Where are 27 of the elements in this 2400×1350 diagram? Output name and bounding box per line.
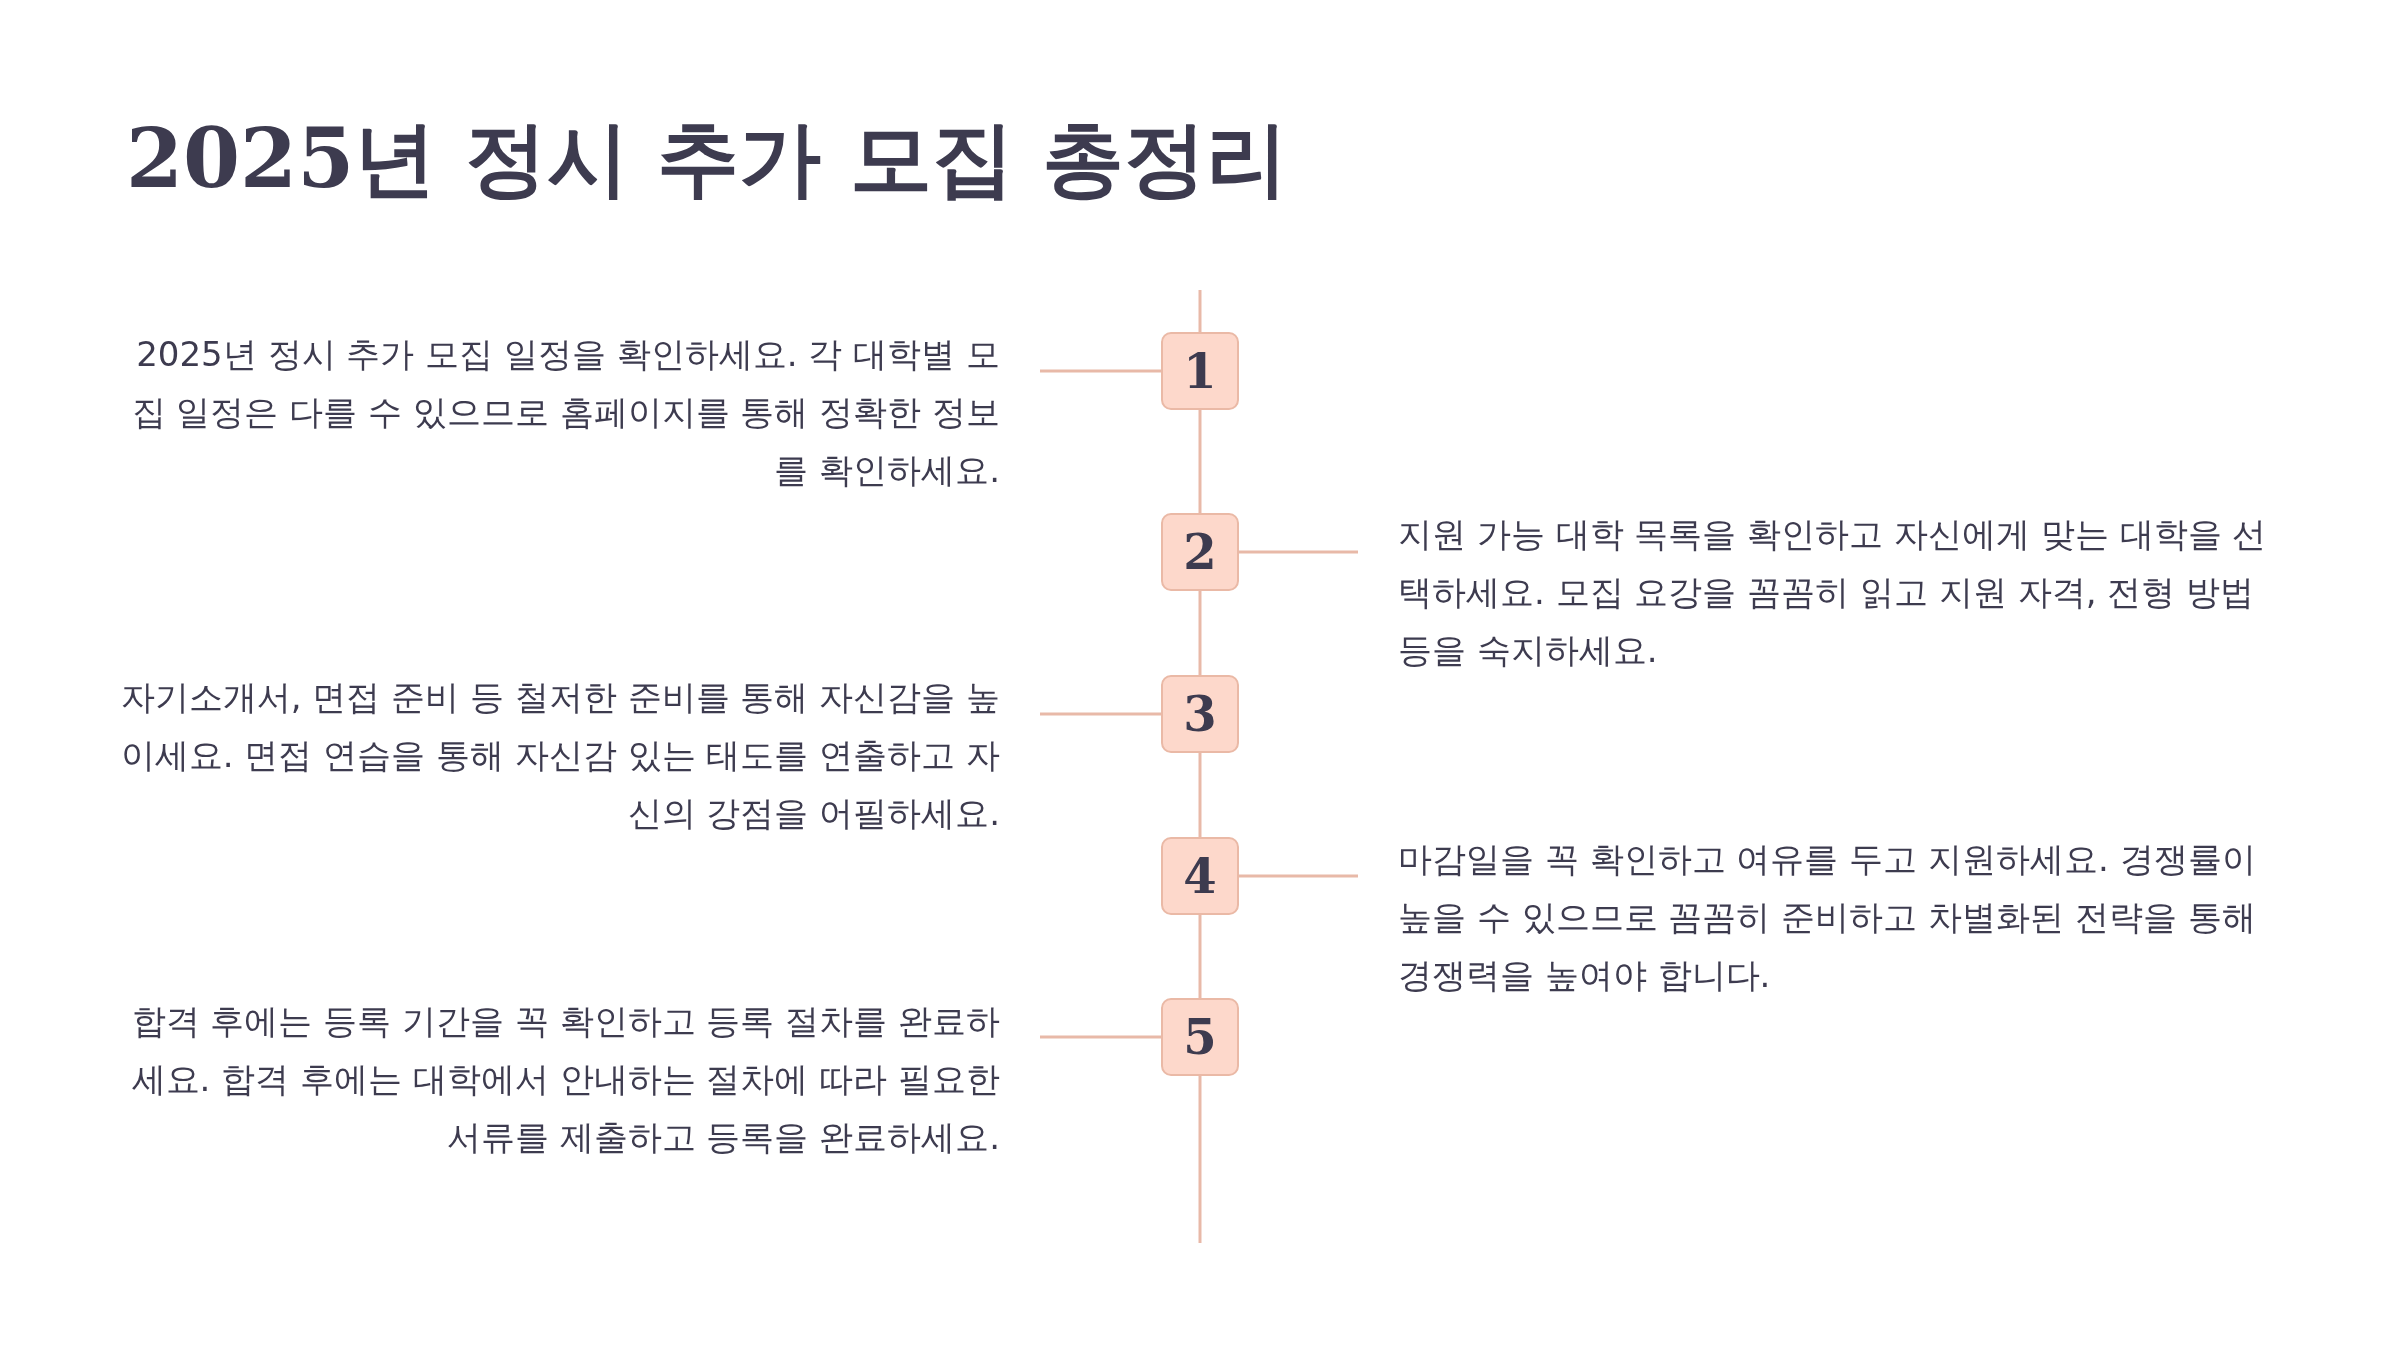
step-number-box (1161, 332, 1239, 410)
step-number: 2 (1183, 524, 1217, 580)
step-description: 지원 가능 대학 목록을 확인하고 자신에게 맞는 대학을 선택하세요. 모집 요강을 꼼꼼히 읽고 지원 자격, 전형 방법 등을 숙지하세요. (1398, 505, 2278, 679)
timeline-line (1198, 1076, 1202, 1243)
connector-line (1239, 874, 1358, 878)
step-description: 마감일을 꼭 확인하고 여유를 두고 지원하세요. 경쟁률이 높을 수 있으므로 꼼꼼히 준비하고 차별화된 전략을 통해 경쟁력을 높여야 합니다. (1398, 830, 2278, 1004)
timeline-line (1198, 410, 1202, 513)
step-number: 1 (1183, 343, 1217, 399)
step-number-box (1161, 998, 1239, 1076)
step-description: 2025년 정시 추가 모집 일정을 확인하세요. 각 대학별 모집 일정은 다를 수 있으므로 홈페이지를 통해 정확한 정보를 확인하세요. (120, 325, 1000, 499)
step-number-box (1161, 675, 1239, 753)
timeline-line (1198, 753, 1202, 837)
connector-line (1040, 712, 1161, 716)
step-description: 자기소개서, 면접 준비 등 철저한 준비를 통해 자신감을 높이세요. 면접 연습을 통해 자신감 있는 태도를 연출하고 자신의 강점을 어필하세요. (120, 668, 1000, 842)
step-number: 5 (1183, 1009, 1217, 1065)
connector-line (1040, 369, 1161, 373)
connector-line (1040, 1035, 1161, 1039)
step-description: 합격 후에는 등록 기간을 꼭 확인하고 등록 절차를 완료하세요. 합격 후에는 대학에서 안내하는 절차에 따라 필요한 서류를 제출하고 등록을 완료하세요. (120, 992, 1000, 1166)
step-number-box (1161, 513, 1239, 591)
timeline-line (1198, 591, 1202, 675)
title: 2025년 정시 추가 모집 총정리 (126, 109, 1289, 208)
step-number-box (1161, 837, 1239, 915)
step-number: 4 (1183, 848, 1217, 904)
connector-line (1239, 550, 1358, 554)
timeline-line (1198, 290, 1202, 332)
timeline-line (1198, 915, 1202, 998)
step-number: 3 (1183, 686, 1217, 742)
